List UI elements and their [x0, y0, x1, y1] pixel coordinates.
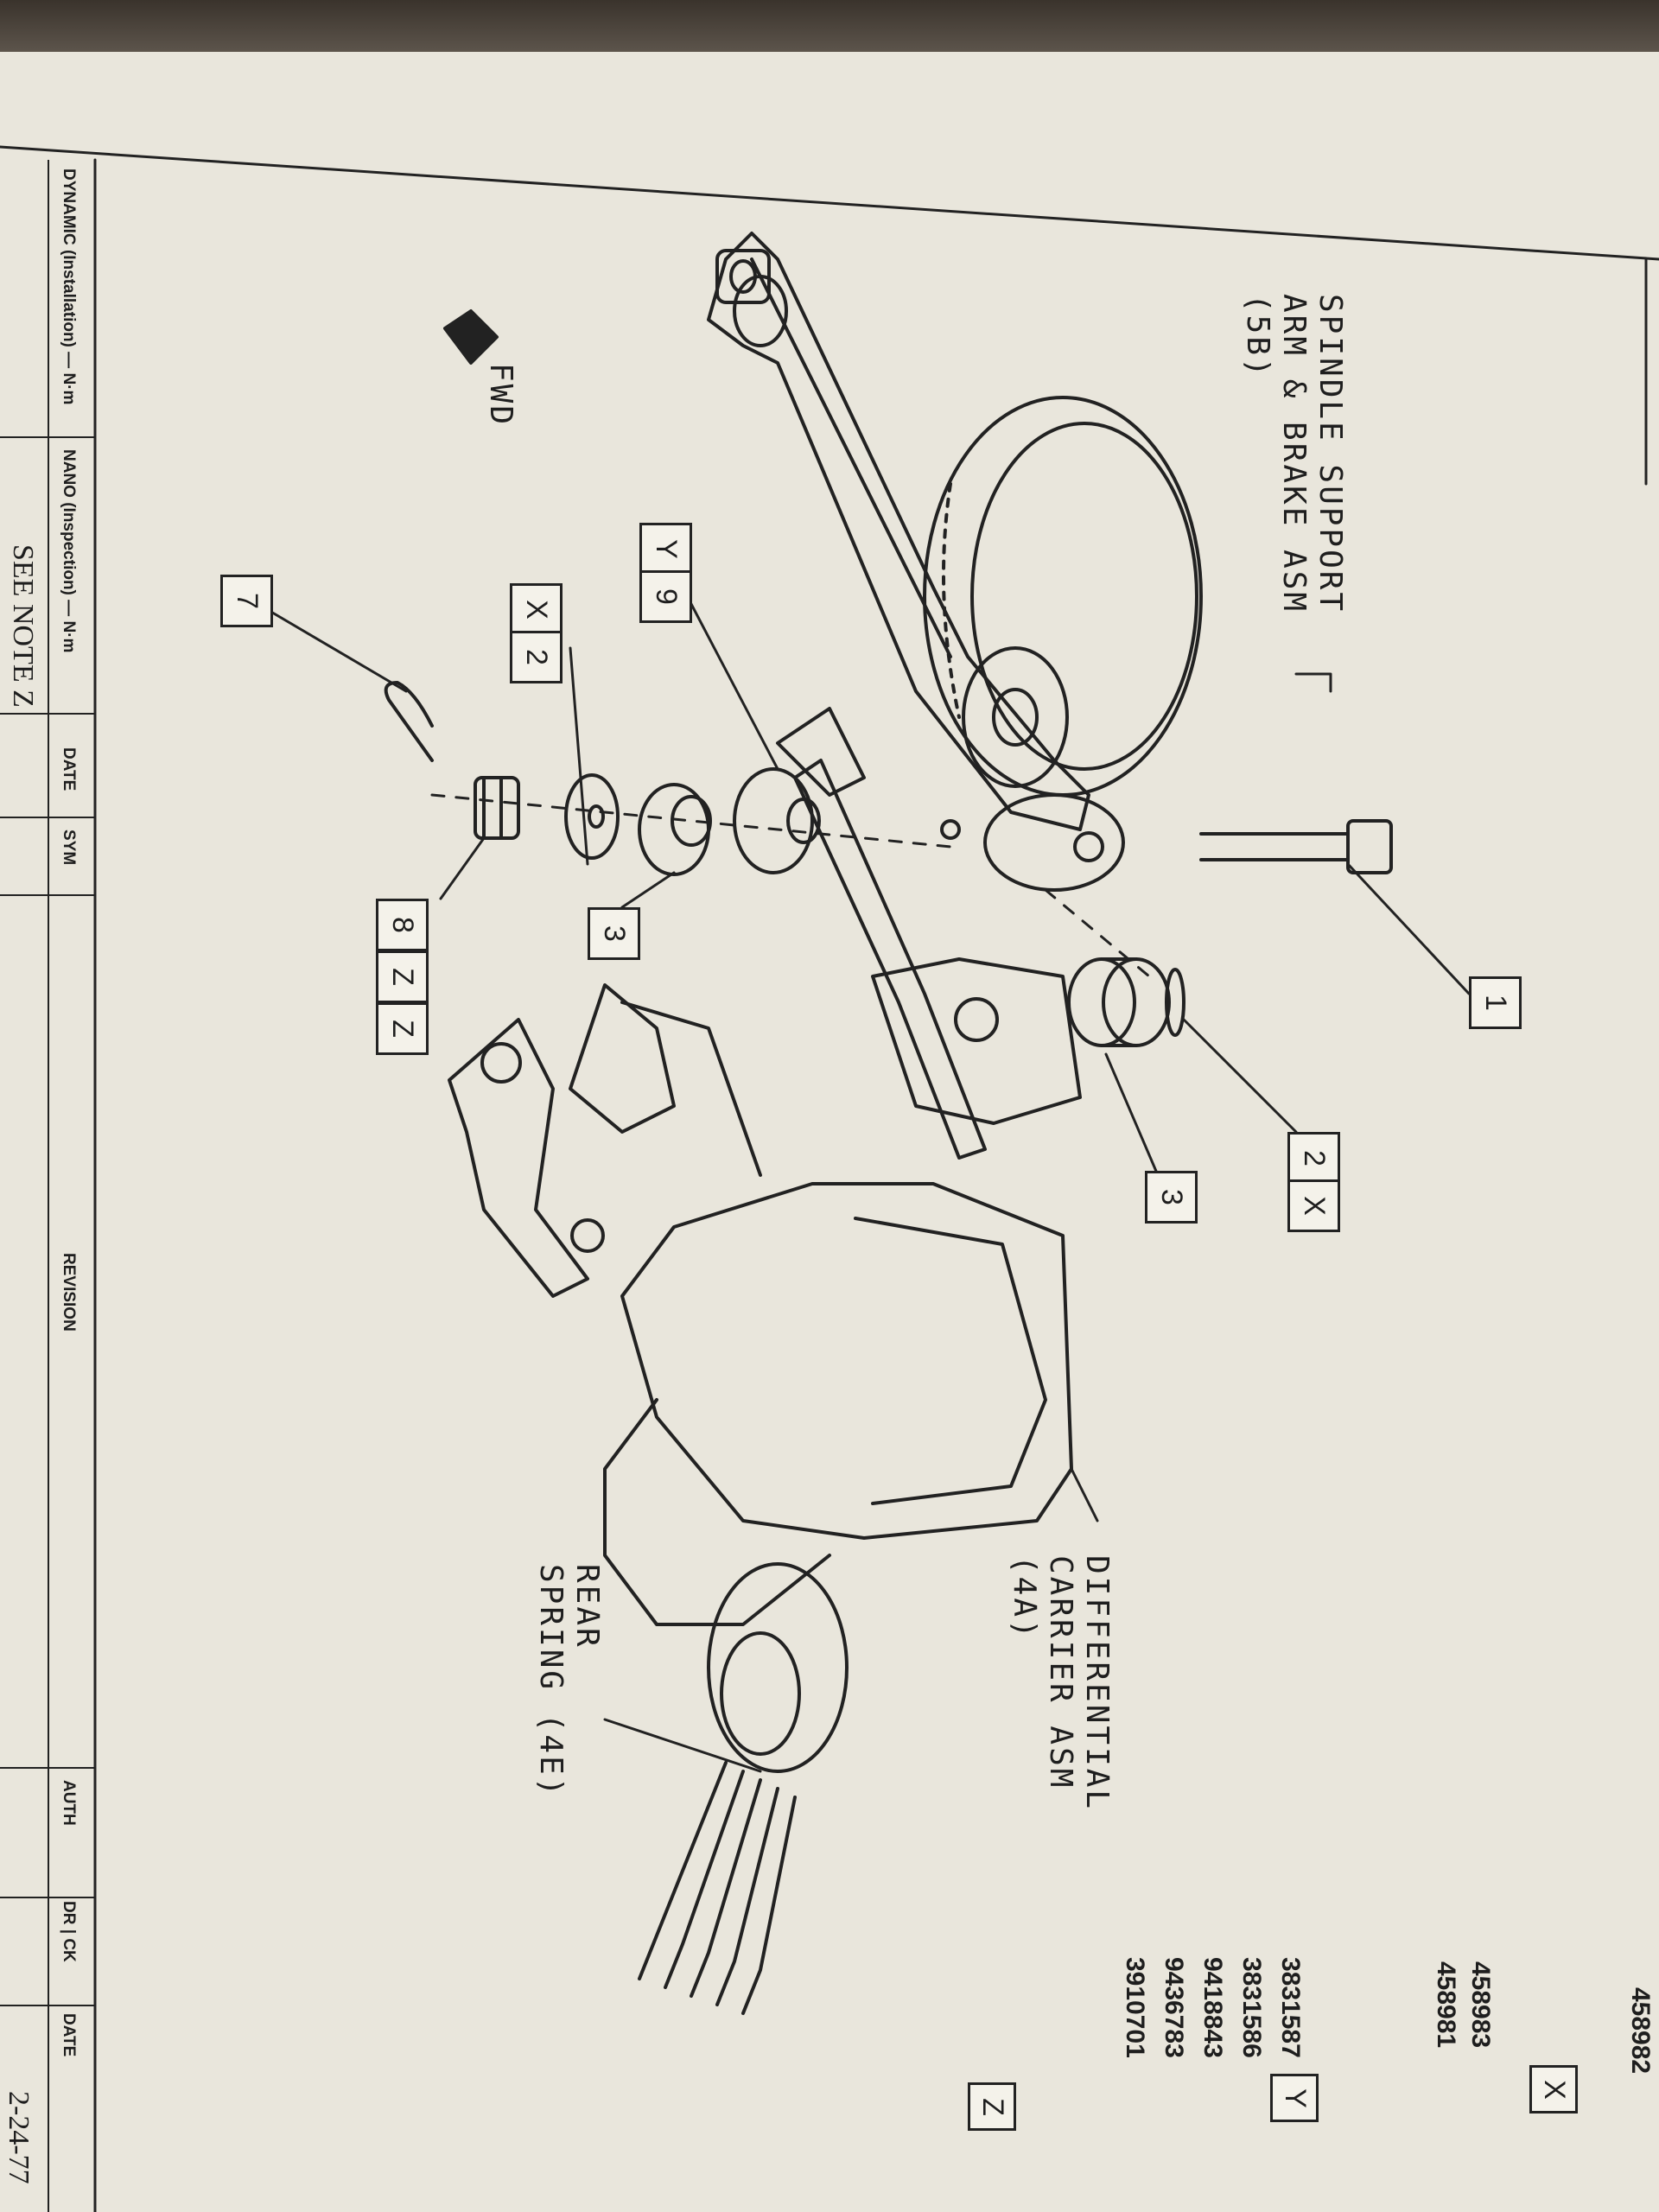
lower-bushing	[638, 783, 712, 876]
part-number-4: 3831587	[1276, 1957, 1305, 2058]
title-date-value: 2-24-77	[3, 2091, 35, 2184]
title-auth: AUTH	[60, 1780, 78, 1826]
spindle-label: SPINDLE SUPPORT ARM & BRAKE ASM (5B)	[1240, 294, 1348, 614]
callout-3-upper: 3	[1145, 1171, 1198, 1224]
castle-nut	[474, 776, 520, 840]
title-dr-ck: DR | CK	[60, 1901, 78, 1962]
upper-washer	[1165, 968, 1185, 1037]
callout-note-triangle: Z	[376, 950, 429, 1003]
leader-spindle	[1294, 672, 1332, 693]
part-number-1: 458982	[1626, 1987, 1655, 2075]
callout-9: 9	[639, 570, 692, 623]
callout-2: 2	[1287, 1132, 1340, 1185]
shock-eye	[983, 793, 1125, 892]
title-nano: NANO (Inspection) — N·m	[60, 449, 78, 653]
legend-y: Y	[1270, 2074, 1319, 2122]
leader-diff	[1070, 1467, 1099, 1522]
callout-8: 8	[376, 899, 429, 951]
callout-y: Y	[639, 523, 692, 575]
title-block	[0, 160, 95, 2212]
sheet-border-top	[0, 145, 1659, 261]
brake-drum	[923, 396, 1203, 797]
cotter-pin	[384, 681, 434, 762]
title-sym: SYM	[60, 830, 78, 866]
callout-7: 7	[220, 575, 273, 627]
part-number-6: 9418843	[1198, 1957, 1227, 2058]
fwd-arrow-icon	[443, 309, 499, 365]
title-dynamic: DYNAMIC (Installation) — N·m	[60, 168, 78, 405]
upper-bushing	[1067, 957, 1171, 1047]
title-date: DATE	[60, 747, 78, 791]
callout-x-lower: X	[510, 583, 563, 636]
differential-label: DIFFERENTIAL CARRIER ASM (4A)	[1007, 1555, 1115, 1812]
leader-3-lower	[620, 871, 676, 909]
legend-x: X	[1529, 2065, 1578, 2113]
leader-2x	[1182, 1018, 1298, 1134]
part-number-8: 3910701	[1121, 1957, 1149, 2058]
callout-3-lower: 3	[588, 907, 640, 960]
leader-7	[257, 603, 408, 693]
callout-1: 1	[1469, 976, 1522, 1029]
part-number-7: 9436783	[1160, 1957, 1188, 2058]
leader-8	[439, 836, 486, 900]
leader-2x-lower	[569, 646, 589, 866]
differential-housing	[569, 983, 1073, 1773]
part-number-3: 458981	[1432, 1961, 1460, 2049]
title-date2: DATE	[60, 2013, 78, 2057]
part-number-5: 3831586	[1237, 1957, 1266, 2058]
fwd-label: FWD	[483, 363, 518, 428]
bolt-part	[1199, 819, 1393, 874]
leader-spring	[603, 1718, 762, 1773]
rear-leaf-spring	[638, 1761, 797, 2015]
part-number-2: 458983	[1466, 1961, 1495, 2049]
title-see-note: SEE NOTE Z	[7, 544, 39, 708]
rear-spring-label: REAR SPRING (4E)	[533, 1564, 605, 1799]
leader-9	[681, 586, 779, 771]
leader-1	[1346, 862, 1471, 995]
callout-x: X	[1287, 1179, 1340, 1232]
callout-z: Z	[376, 1002, 429, 1055]
leader-3-upper	[1104, 1052, 1160, 1177]
shock-mount-bracket	[448, 1018, 605, 1298]
spindle-support-arm	[707, 232, 1090, 831]
axle-tube	[776, 707, 1082, 1160]
callout-2-lower: 2	[510, 631, 563, 683]
lower-washer	[564, 773, 620, 860]
legend-z: Z	[968, 2082, 1016, 2131]
grommet-part	[733, 767, 821, 874]
title-revision: REVISION	[60, 1253, 78, 1332]
